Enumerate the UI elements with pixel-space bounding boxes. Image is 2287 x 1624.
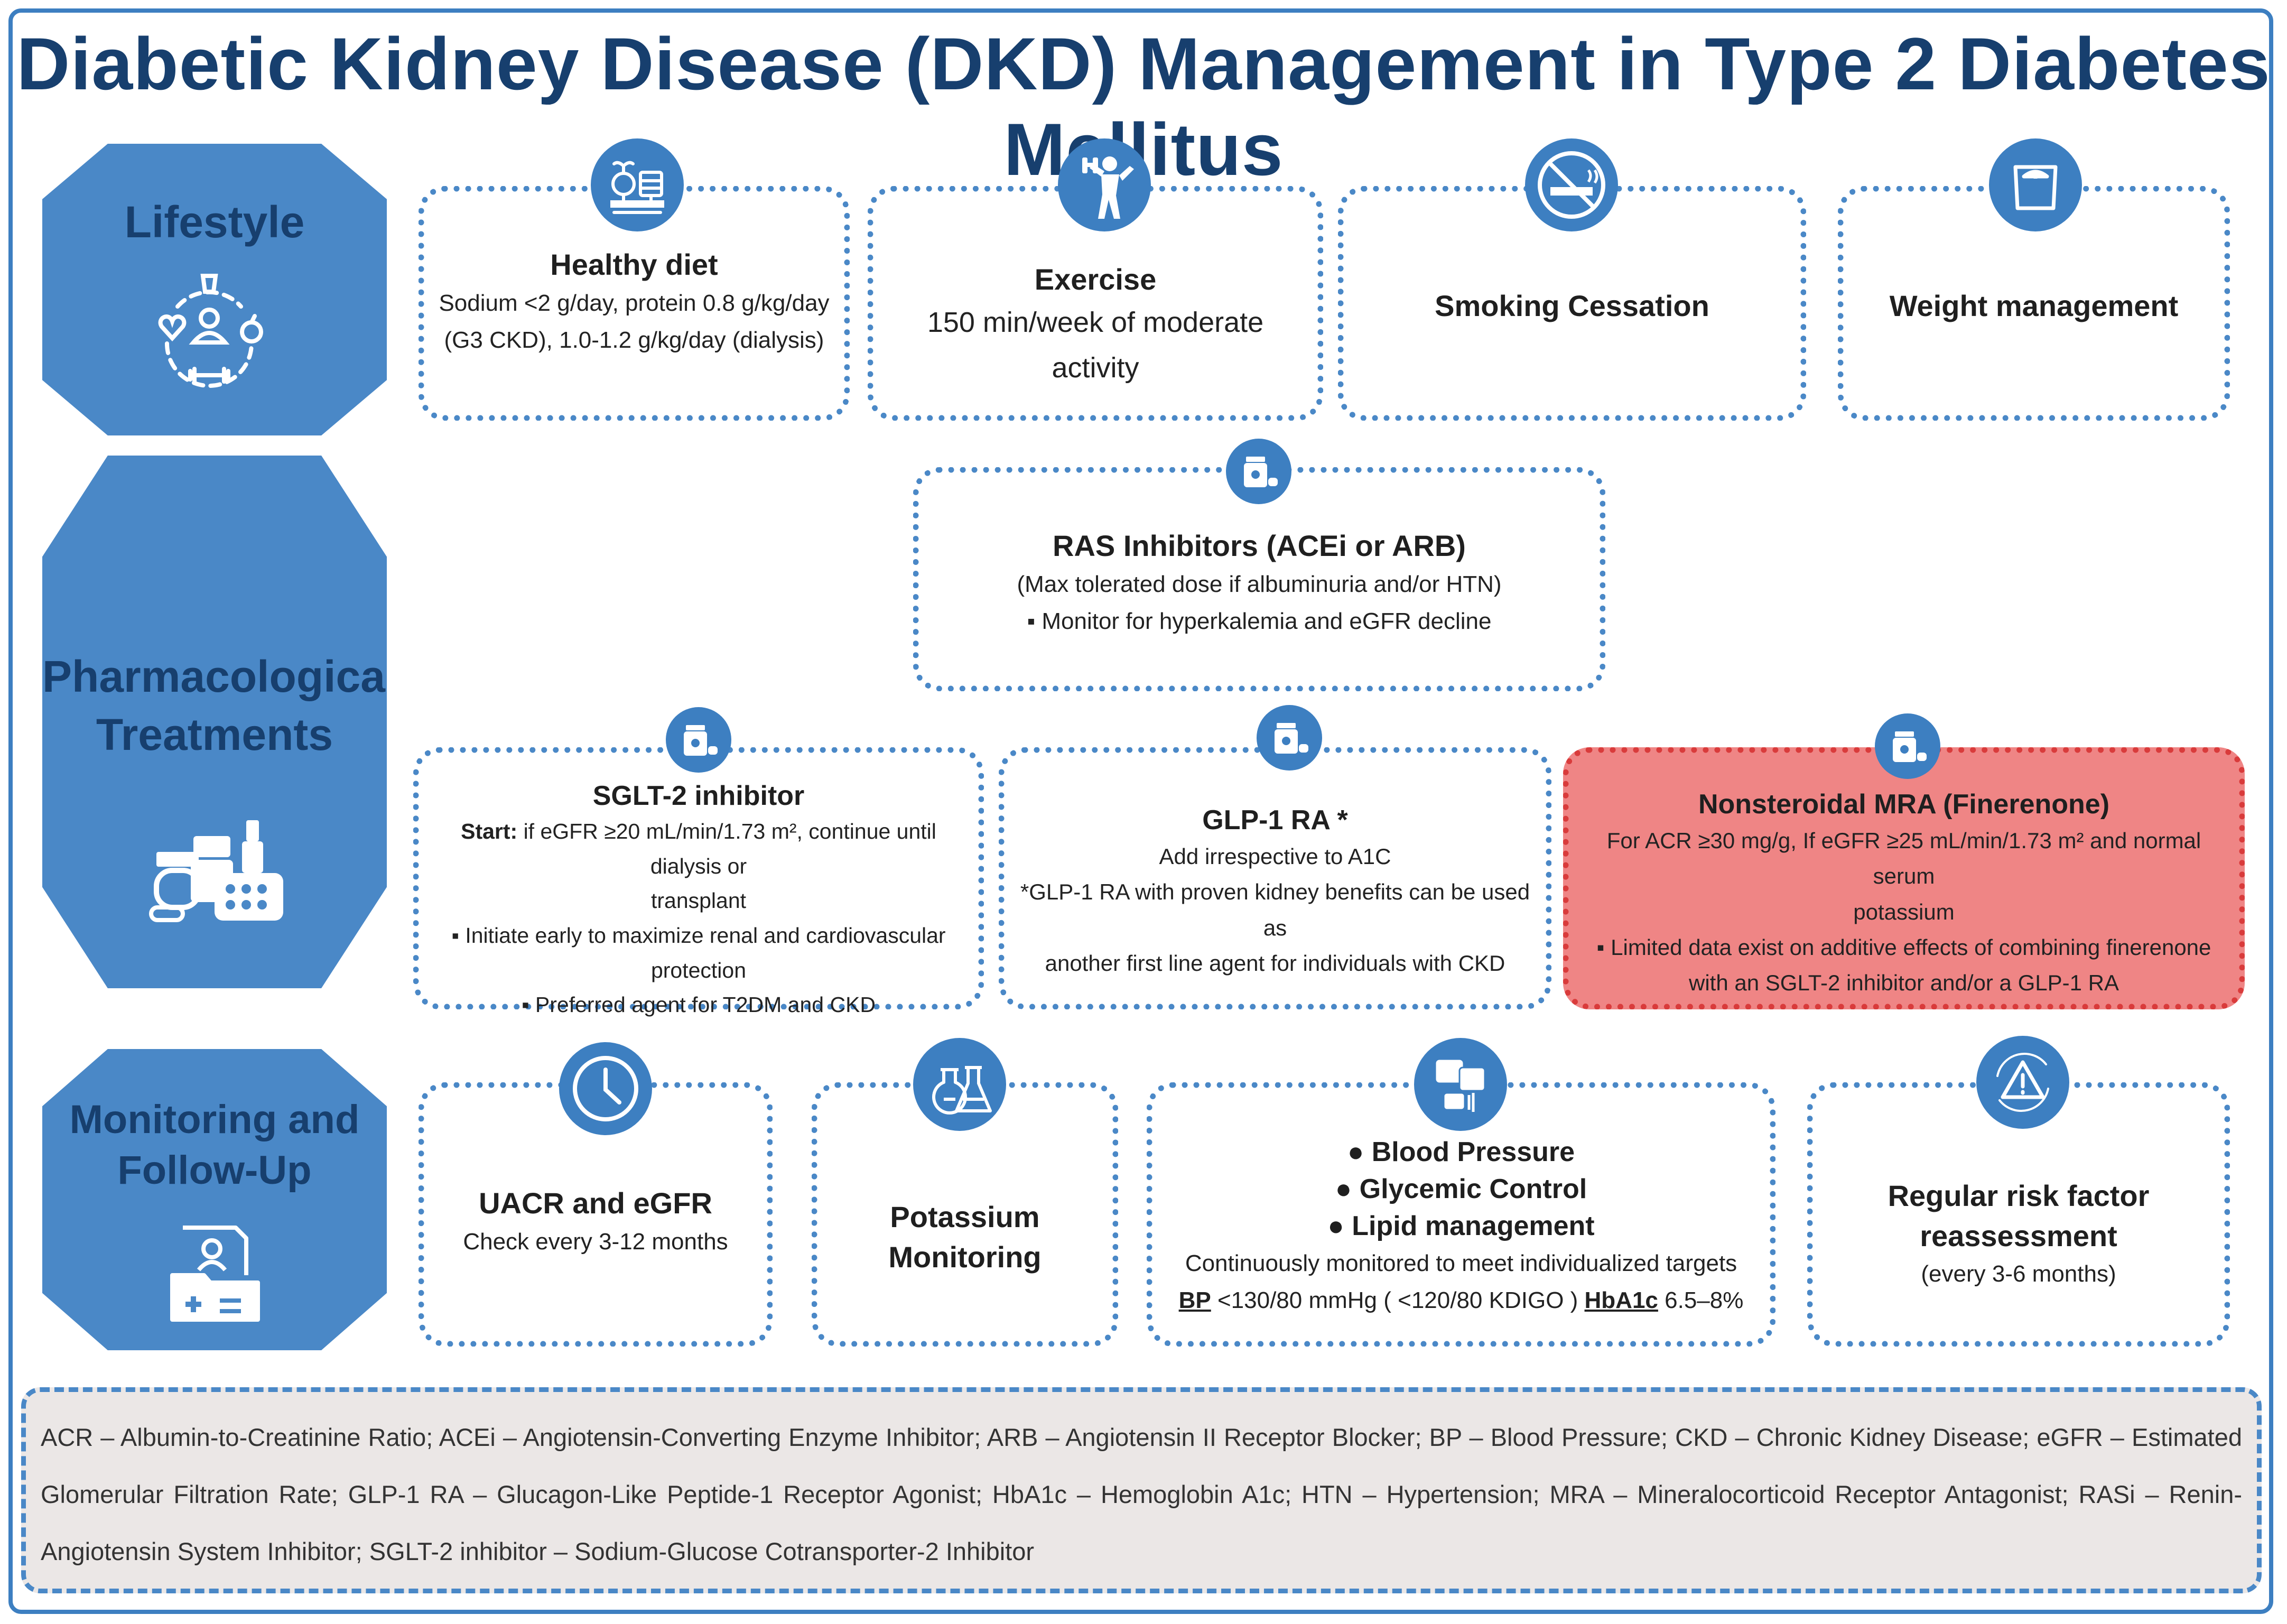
risk-title: Regular risk factor reassessment: [1888, 1179, 2150, 1252]
card-healthy-diet: Healthy diet Sodium <2 g/day, protein 0.…: [419, 186, 850, 421]
card-sglt2-inhibitor: SGLT-2 inhibitor Start: if eGFR ≥20 mL/m…: [413, 747, 984, 1017]
uacr-line-1: Check every 3-12 months: [463, 1228, 728, 1255]
sglt2-line-4: protection: [650, 958, 747, 982]
section-lifestyle: Lifestyle: [42, 144, 387, 435]
mra-line-1: For ACR ≥30 mg/g, If eGFR ≥25 mL/min/1.7…: [1606, 828, 2201, 889]
card-risk-reassessment: Regular risk factor reassessment (every …: [1807, 1082, 2230, 1347]
medication-icon: [149, 820, 283, 922]
page-title: Diabetic Kidney Disease (DKD) Management…: [16, 22, 2271, 191]
glp1-pill-bottle-icon: [1257, 705, 1322, 771]
warning-icon: [1976, 1036, 2069, 1129]
card-nonsteroidal-mra: Nonsteroidal MRA (Finerenone) For ACR ≥3…: [1563, 747, 2245, 1009]
glp1-line-2: *GLP-1 RA with proven kidney benefits ca…: [1020, 879, 1530, 940]
sglt2-line-1: if eGFR ≥20 mL/min/1.73 m², continue unt…: [523, 819, 936, 878]
sglt2-start-label: Start:: [461, 819, 518, 844]
targets-bullet-3: Lipid management: [1352, 1211, 1595, 1242]
section-monitoring-label-2: Follow-Up: [117, 1148, 312, 1193]
card-exercise: Exercise 150 min/week of moderate activi…: [868, 186, 1323, 421]
section-pharmacological: Pharmacological Treatments: [42, 456, 387, 988]
weight-scale-icon: [1989, 138, 2082, 231]
glp1-line-3: another first line agent for individuals…: [1045, 950, 1505, 976]
mra-line-4: with an SGLT-2 inhibitor and/or a GLP-1 …: [1689, 970, 2119, 995]
targets-bullet-2: Glycemic Control: [1359, 1174, 1587, 1205]
card-glp1-ra: GLP-1 RA * Add irrespective to A1C *GLP-…: [999, 747, 1551, 1009]
section-pharmacological-label-2: Treatments: [96, 710, 333, 759]
section-lifestyle-label: Lifestyle: [124, 197, 305, 247]
sglt2-start-line: Start: if eGFR ≥20 mL/min/1.73 m², conti…: [425, 814, 972, 884]
ras-line-2: ▪ Monitor for hyperkalemia and eGFR decl…: [1027, 608, 1492, 634]
healthy-diet-icon: [591, 138, 684, 231]
ras-line-1: (Max tolerated dose if albuminuria and/o…: [1017, 571, 1502, 597]
patient-file-icon: [170, 1226, 260, 1322]
outer-frame: [8, 8, 2273, 1614]
targets-line-1: Continuously monitored to meet individua…: [1185, 1250, 1737, 1276]
healthy-diet-title: Healthy diet: [550, 248, 718, 281]
targets-values-line: BP <130/80 mmHg ( <120/80 KDIGO ) HbA1c …: [1163, 1282, 1759, 1319]
targets-bullet-1: Blood Pressure: [1371, 1137, 1575, 1167]
mra-line-3: ▪ Limited data exist on additive effects…: [1596, 934, 2211, 960]
sglt2-title: SGLT-2 inhibitor: [592, 781, 805, 811]
exercise-icon: [1058, 138, 1151, 231]
risk-line-1: (every 3-6 months): [1921, 1261, 2116, 1287]
exercise-title: Exercise: [1034, 263, 1157, 296]
exercise-line-1: 150 min/week of moderate activity: [927, 306, 1264, 384]
weight-management-title: Weight management: [1889, 289, 2179, 322]
clock-icon: [559, 1042, 652, 1135]
section-monitoring: Monitoring and Follow-Up: [42, 1049, 387, 1350]
ras-title: RAS Inhibitors (ACEi or ARB): [1053, 529, 1466, 562]
hba1c-label: HbA1c: [1584, 1287, 1658, 1313]
ras-pill-bottle-icon: [1226, 439, 1291, 504]
bp-value: <130/80 mmHg ( <120/80 KDIGO ): [1211, 1287, 1585, 1313]
medical-devices-icon: [1414, 1038, 1507, 1131]
targets-bullet-2-row: ● Glycemic Control: [1335, 1174, 1587, 1205]
mra-line-2: potassium: [1853, 899, 1955, 924]
mra-pill-bottle-icon: [1875, 713, 1940, 779]
section-monitoring-label-1: Monitoring and: [69, 1097, 360, 1142]
sglt2-line-3: ▪ Initiate early to maximize renal and c…: [451, 923, 946, 948]
smoking-cessation-title: Smoking Cessation: [1435, 289, 1709, 322]
uacr-title: UACR and eGFR: [479, 1186, 712, 1220]
potassium-title: Potassium Monitoring: [888, 1200, 1042, 1274]
no-smoking-icon: [1525, 138, 1618, 231]
section-pharmacological-label-1: Pharmacological: [42, 652, 398, 701]
targets-bullet-1-row: ● Blood Pressure: [1347, 1137, 1575, 1167]
glp1-title: GLP-1 RA *: [1202, 805, 1348, 836]
bp-label: BP: [1178, 1287, 1211, 1313]
abbreviations-footer: ACR – Albumin-to-Creatinine Ratio; ACEi …: [21, 1387, 2262, 1593]
lab-flask-icon: [913, 1038, 1006, 1131]
targets-bullet-3-row: ● Lipid management: [1327, 1211, 1595, 1242]
healthy-diet-line-1: Sodium <2 g/day, protein 0.8 g/kg/day: [439, 290, 830, 316]
sglt2-pill-bottle-icon: [666, 707, 731, 773]
hba1c-value: 6.5–8%: [1658, 1287, 1744, 1313]
lifestyle-icon: [158, 274, 263, 388]
sglt2-line-5: ▪ Preferred agent for T2DM and CKD: [521, 992, 876, 1017]
sglt2-line-2: transplant: [650, 888, 747, 913]
healthy-diet-line-2: (G3 CKD), 1.0-1.2 g/kg/day (dialysis): [444, 327, 824, 353]
mra-title: Nonsteroidal MRA (Finerenone): [1698, 789, 2110, 820]
glp1-line-1: Add irrespective to A1C: [1159, 844, 1391, 869]
